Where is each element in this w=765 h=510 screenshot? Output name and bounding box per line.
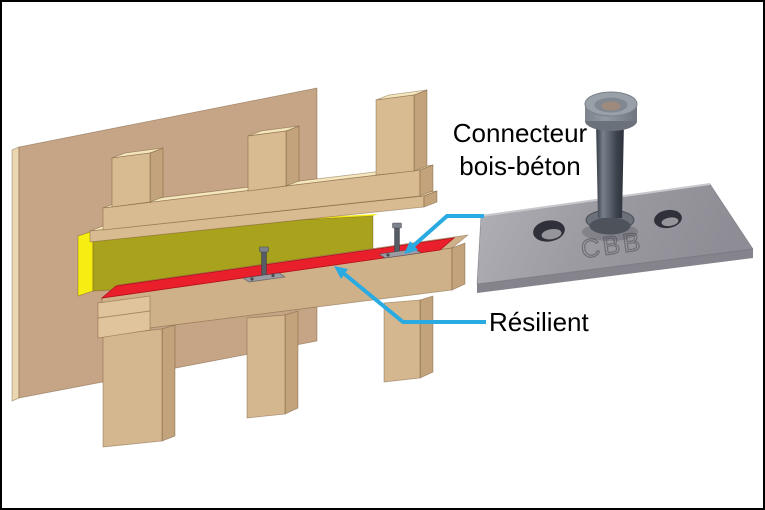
bottom-beam-end-face [451,242,466,291]
joist-2 [246,310,299,419]
cleat-2-front [247,130,287,192]
cleat-3 [375,89,428,176]
small-connector-2-stud-cap [392,222,402,229]
plate-hole-right-glint [661,217,679,227]
joist-3-side [419,295,434,379]
small-connector-2-screw-left [386,253,390,257]
cleat-2-side [285,125,300,187]
connector-label-line2: bois-béton [459,151,580,181]
plate-front-rim [477,249,753,293]
bottom-beam-assembly [97,234,469,339]
leader-lines [334,214,486,324]
connector-label-line1: Connecteur [453,118,588,148]
connector-leader-arrowhead-icon [404,241,418,254]
stud-head-center [601,101,621,111]
joist-1-front [102,328,163,448]
small-connector-1-screw-right [271,273,275,278]
cleat-1-side [149,147,164,203]
cleat-3-front [375,94,415,176]
top-beam-end-face [419,164,434,197]
wall-panel-left-edge [11,146,20,402]
joist-1 [102,324,176,448]
resilient-leader-arrowhead-icon [334,266,348,279]
joist-1-side [161,324,176,442]
top-plate-end-face [423,190,438,208]
cleat-1-front [111,152,151,208]
cleat-3-side [413,89,428,172]
small-connector-2-stud [394,225,400,254]
cleat-2 [247,125,300,192]
joist-2-front [246,314,286,419]
small-connector-1-stud [261,249,267,279]
plate-hole-left-glint [541,228,562,240]
bottom-beam-left-end-face [97,295,151,339]
labels: Connecteur bois-béton Résilient [453,118,590,337]
plate-back-edge-highlight [480,183,711,217]
small-connector-1-screw-left [250,277,254,281]
small-connector-1-stud-cap [259,246,269,253]
joist-2-side [284,310,299,415]
top-beam-assembly [89,89,438,243]
bottom-beam-left-end-seam [97,310,151,319]
small-connector-2 [378,222,422,259]
connector-leader-line [410,214,484,249]
small-connector-1 [242,246,286,283]
resilient-strip [100,237,456,299]
plate-hole-left [533,220,565,242]
joist-3 [383,295,434,383]
stud-flange-lower [589,217,631,235]
resilient-leader-line [340,270,486,324]
connector-detail-view: CBB [476,91,754,293]
resilient-label: Résilient [489,307,589,337]
cleat-1 [111,147,164,208]
cleat-3-top [375,89,428,101]
plate-hole-right [654,209,682,229]
stud-shaft [596,122,624,218]
